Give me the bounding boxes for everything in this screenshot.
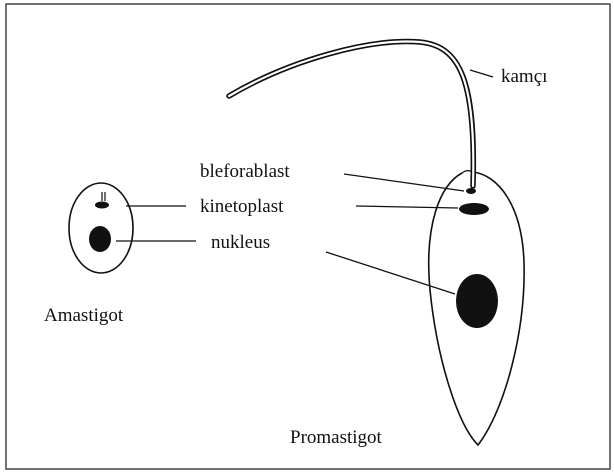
promastigote-nucleus (456, 274, 498, 328)
label-blepharoplast: bleforablast (200, 161, 290, 182)
amastigote-kinetoplast (95, 202, 109, 209)
amastigote-nucleus (89, 226, 111, 252)
amastigote-cell (69, 183, 133, 273)
label-promastigote: Promastigot (290, 427, 383, 448)
label-flagellum: kamçı (501, 66, 547, 87)
blepharoplast-body (466, 188, 476, 194)
promastigote-kinetoplast (459, 203, 489, 215)
label-nucleus: nukleus (211, 232, 270, 253)
label-amastigote: Amastigot (44, 305, 124, 326)
label-kinetoplast: kinetoplast (200, 196, 284, 217)
